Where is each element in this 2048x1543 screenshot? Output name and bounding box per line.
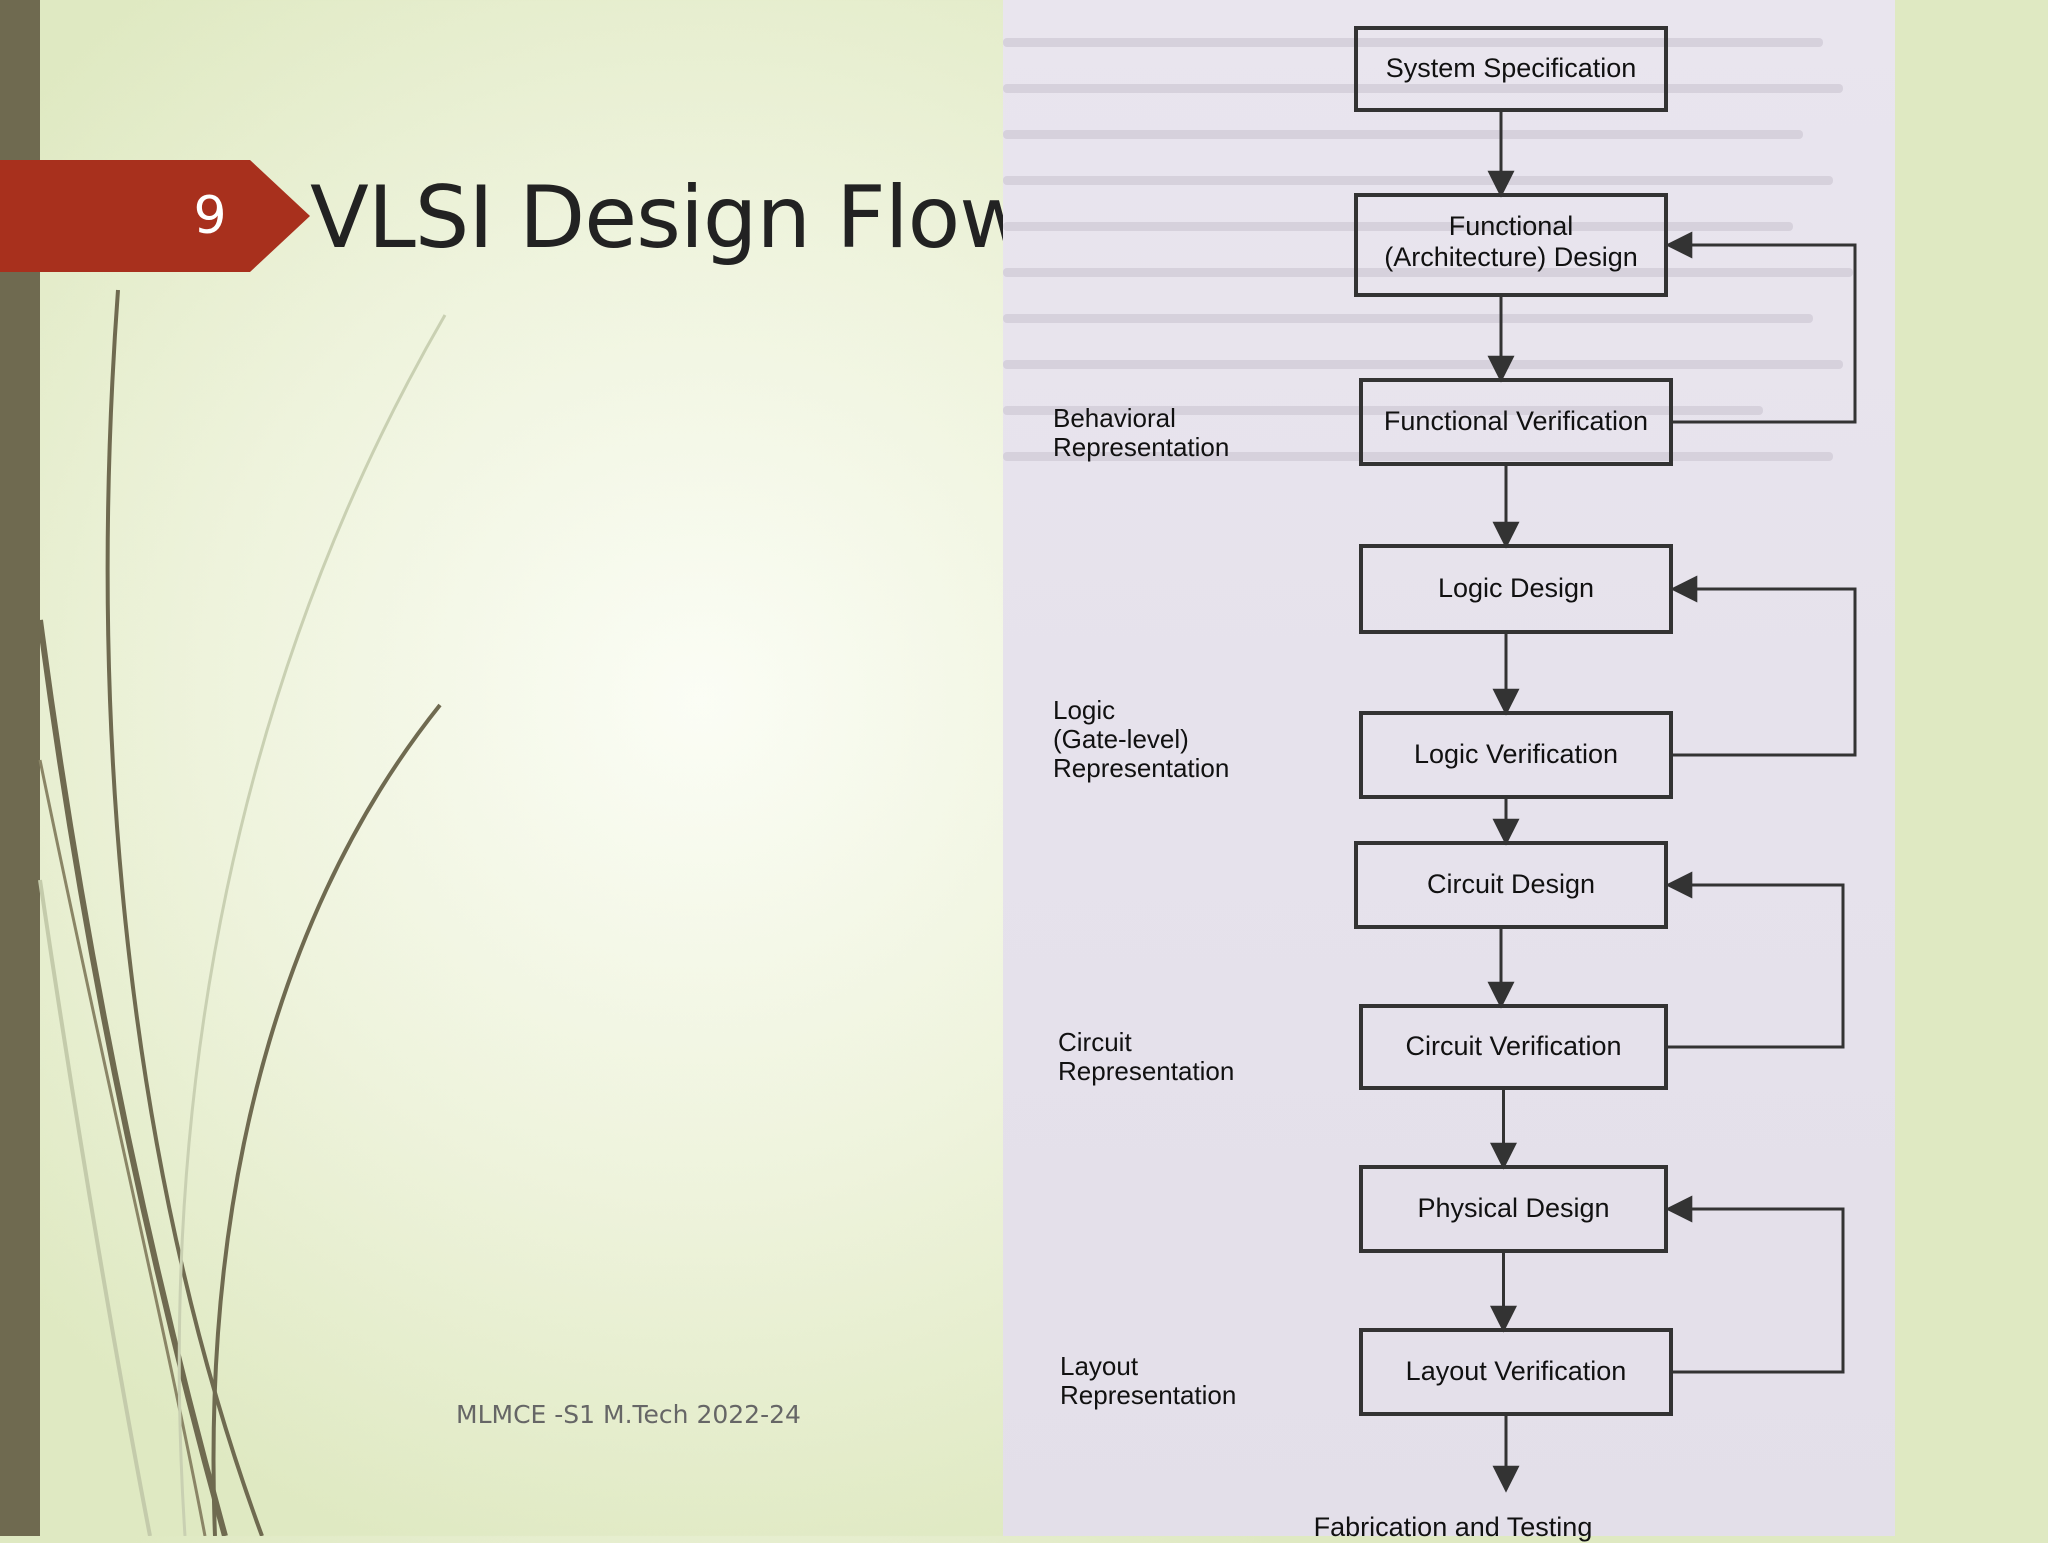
box-label-line: (Architecture) Design: [1384, 242, 1638, 272]
slide-title: VLSI Design Flow:: [310, 168, 1053, 268]
final-step-label: Fabrication and Testing: [1313, 1512, 1593, 1542]
box-label-line: Circuit Verification: [1405, 1031, 1622, 1061]
representation-line: Layout: [1060, 1351, 1139, 1381]
ghost-text-line: [1003, 176, 1833, 185]
box-label-line: Logic Verification: [1413, 739, 1619, 769]
flow-box-label-logic-design: Logic Design: [1361, 573, 1671, 604]
slide-number-tag: [0, 160, 310, 272]
representation-behavioral: Behavioral Representation: [1053, 404, 1229, 462]
flow-box-label-layout-verification: Layout Verification: [1361, 1356, 1671, 1387]
representation-logic: Logic (Gate-level) Representation: [1053, 696, 1229, 783]
flow-box-label-system-specification: System Specification: [1356, 53, 1666, 84]
representation-line: Representation: [1058, 1056, 1235, 1086]
ghost-text-line: [1003, 38, 1823, 47]
representation-line: Circuit: [1058, 1027, 1132, 1057]
ghost-text-line: [1003, 406, 1763, 415]
ghost-text-line: [1003, 360, 1843, 369]
representation-line: Logic: [1053, 695, 1116, 725]
representation-layout: Layout Representation: [1060, 1352, 1236, 1410]
ghost-text-line: [1003, 314, 1813, 323]
flow-box-label-logic-verification: Logic Verification: [1361, 739, 1671, 770]
flow-box-label-functional-design: Functional(Architecture) Design: [1356, 211, 1666, 273]
decorative-curves: [37, 289, 447, 1536]
flow-box-label-circuit-verification: Circuit Verification: [1361, 1031, 1666, 1062]
box-label-line: Functional: [1448, 211, 1574, 241]
feedback-arrow: [1665, 231, 1857, 424]
flow-box-system-specification: [1354, 26, 1668, 112]
box-label-line: Circuit Design: [1426, 869, 1596, 899]
ghost-text-line: [1003, 222, 1793, 231]
flow-box-label-circuit-design: Circuit Design: [1356, 869, 1666, 900]
feedback-arrow: [1670, 575, 1857, 757]
box-label-line: Functional Verification: [1383, 406, 1649, 436]
flow-diagram: [1354, 26, 1857, 1493]
ghost-text-line: [1003, 130, 1803, 139]
feedback-arrow: [1665, 871, 1845, 1049]
box-label-line: Logic Design: [1437, 573, 1595, 603]
ghost-text-line: [1003, 452, 1833, 461]
slide-number: 9: [193, 186, 227, 246]
representation-line: (Gate-level): [1053, 724, 1189, 754]
flow-box-label-physical-design: Physical Design: [1361, 1193, 1666, 1224]
representation-line: Representation: [1060, 1380, 1237, 1410]
representation-line: Representation: [1053, 753, 1230, 783]
box-label-line: Layout Verification: [1405, 1356, 1627, 1386]
slide-footer: MLMCE -S1 M.Tech 2022-24: [456, 1400, 801, 1429]
ghost-text-line: [1003, 268, 1853, 277]
representation-line: Representation: [1053, 432, 1230, 462]
ghost-text-line: [1003, 84, 1843, 93]
representation-line: Behavioral: [1053, 403, 1176, 433]
box-label-line: System Specification: [1385, 53, 1637, 83]
flow-box-label-functional-verification: Functional Verification: [1361, 406, 1671, 437]
box-label-line: Physical Design: [1417, 1193, 1610, 1223]
representation-circuit: Circuit Representation: [1058, 1028, 1234, 1086]
feedback-arrow: [1665, 1195, 1845, 1374]
